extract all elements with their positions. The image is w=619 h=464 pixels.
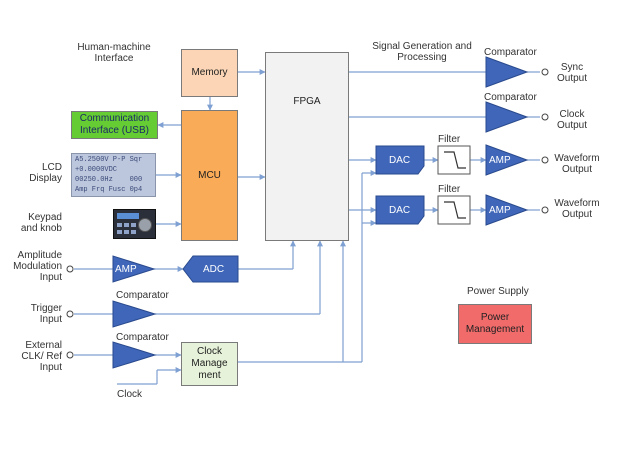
siggen-heading-line2: Processing	[397, 52, 447, 63]
amplitude-input-terminal	[66, 265, 74, 273]
amp-out2-shape	[485, 194, 529, 226]
external-comparator-label: Comparator	[116, 332, 169, 343]
sync-output-line2: Output	[556, 73, 588, 84]
keypad-label-line1: Keypad	[28, 212, 62, 223]
clock-output-label: Clock Output	[552, 109, 592, 131]
keypad-key	[124, 230, 129, 234]
trigger-comparator-shape	[112, 300, 157, 328]
adc-label: ADC	[203, 264, 225, 275]
amplitude-label-line1: Amplitude	[17, 250, 62, 261]
keypad-key	[117, 223, 122, 227]
amp-out2-label: AMP	[489, 205, 511, 216]
keypad-label-line2: and knob	[20, 223, 62, 234]
filter2-label: Filter	[438, 184, 461, 195]
sync-comparator-shape	[485, 56, 529, 88]
clock-output-line2: Output	[556, 120, 588, 131]
fpga-label: FPGA	[293, 95, 321, 107]
knob-icon	[138, 218, 152, 232]
clock-comparator-label: Comparator	[484, 92, 537, 103]
clock-output-line1: Clock	[559, 109, 585, 120]
amp-out1-label: AMP	[489, 155, 511, 166]
sync-output-line1: Sync	[560, 62, 584, 73]
clock-mgmt-line3: ment	[198, 370, 221, 381]
lcd-display-image: A5.2500V P-P Sqr +0.0000VDC 00250.0Hz 00…	[71, 153, 156, 197]
external-clk-label: External CLK/ Ref Input	[8, 340, 62, 373]
clock-mgmt-line1: Clock	[196, 346, 222, 357]
hmi-heading-line1: Human-machine	[77, 42, 151, 53]
external-clk-line3: Input	[39, 362, 62, 373]
dac1-shape	[375, 145, 425, 175]
keypad-key	[131, 223, 136, 227]
keypad-key	[131, 230, 136, 234]
filter1-box	[437, 145, 471, 175]
amplitude-input-label: Amplitude Modulation Input	[2, 250, 62, 283]
keypad-screen	[117, 213, 139, 219]
clock-output-terminal	[541, 113, 549, 121]
power-mgmt-line1: Power	[480, 312, 510, 323]
waveform-output-1-label: Waveform Output	[552, 153, 602, 175]
lcd-label-line1: LCD	[41, 162, 62, 173]
keypad-key	[124, 223, 129, 227]
comm-label-line2: Interface (USB)	[80, 125, 149, 136]
external-clk-line2: CLK/ Ref	[21, 351, 62, 362]
dac2-label: DAC	[389, 205, 411, 216]
filter2-box	[437, 195, 471, 225]
trigger-label-line2: Input	[39, 314, 62, 325]
power-supply-heading: Power Supply	[467, 286, 529, 297]
wave1-output-line1: Waveform	[554, 153, 600, 164]
dac1-label: DAC	[389, 155, 411, 166]
amp-mod-label: AMP	[115, 264, 137, 275]
keypad-key	[117, 230, 122, 234]
filter1-response-icon	[444, 151, 466, 169]
trigger-input-terminal	[66, 310, 74, 318]
lcd-label-line2: Display	[29, 173, 62, 184]
sync-comparator-label: Comparator	[484, 47, 537, 58]
clock-management-block: Clock Manage ment	[181, 342, 238, 386]
waveform-output-1-terminal	[541, 156, 549, 164]
keypad-image	[113, 209, 156, 239]
external-clk-line1: External	[25, 340, 62, 351]
keypad-label: Keypad and knob	[10, 212, 62, 234]
adc-shape	[182, 255, 239, 283]
power-management-block: Power Management	[458, 304, 532, 344]
external-comparator-shape	[112, 341, 157, 369]
comm-interface-block: Communication Interface (USB)	[71, 111, 158, 139]
trigger-label-line1: Trigger	[30, 303, 62, 314]
amplitude-label-line2: Modulation	[13, 261, 62, 272]
lcd-label: LCD Display	[20, 162, 62, 184]
wave1-output-line2: Output	[561, 164, 593, 175]
dac2-shape	[375, 195, 425, 225]
memory-block: Memory	[181, 49, 238, 97]
mcu-block: MCU	[181, 110, 238, 241]
comm-label-line1: Communication	[79, 113, 150, 124]
sync-output-label: Sync Output	[552, 62, 592, 84]
external-clk-input-terminal	[66, 351, 74, 359]
filter1-label: Filter	[438, 134, 461, 145]
sync-output-terminal	[541, 68, 549, 76]
wave2-output-line1: Waveform	[554, 198, 600, 209]
clock-input-label: Clock	[117, 389, 143, 400]
amplitude-label-line3: Input	[39, 272, 62, 283]
trigger-comparator-label: Comparator	[116, 290, 169, 301]
hmi-heading: Human-machine Interface	[72, 42, 156, 64]
clock-comparator-shape	[485, 101, 529, 133]
hmi-heading-line2: Interface	[94, 53, 134, 64]
trigger-input-label: Trigger Input	[12, 303, 62, 325]
fpga-block: FPGA	[265, 52, 349, 241]
siggen-heading: Signal Generation and Processing	[362, 41, 482, 63]
waveform-output-2-label: Waveform Output	[552, 198, 602, 220]
mcu-label: MCU	[198, 169, 221, 181]
siggen-heading-line1: Signal Generation and	[372, 41, 472, 52]
power-mgmt-line2: Management	[465, 324, 525, 335]
amp-out1-shape	[485, 144, 529, 176]
filter2-response-icon	[444, 201, 466, 219]
memory-label: Memory	[191, 67, 228, 78]
wave2-output-line2: Output	[561, 209, 593, 220]
waveform-output-2-terminal	[541, 206, 549, 214]
clock-mgmt-line2: Manage	[191, 358, 228, 369]
amp-mod-shape	[112, 255, 156, 283]
